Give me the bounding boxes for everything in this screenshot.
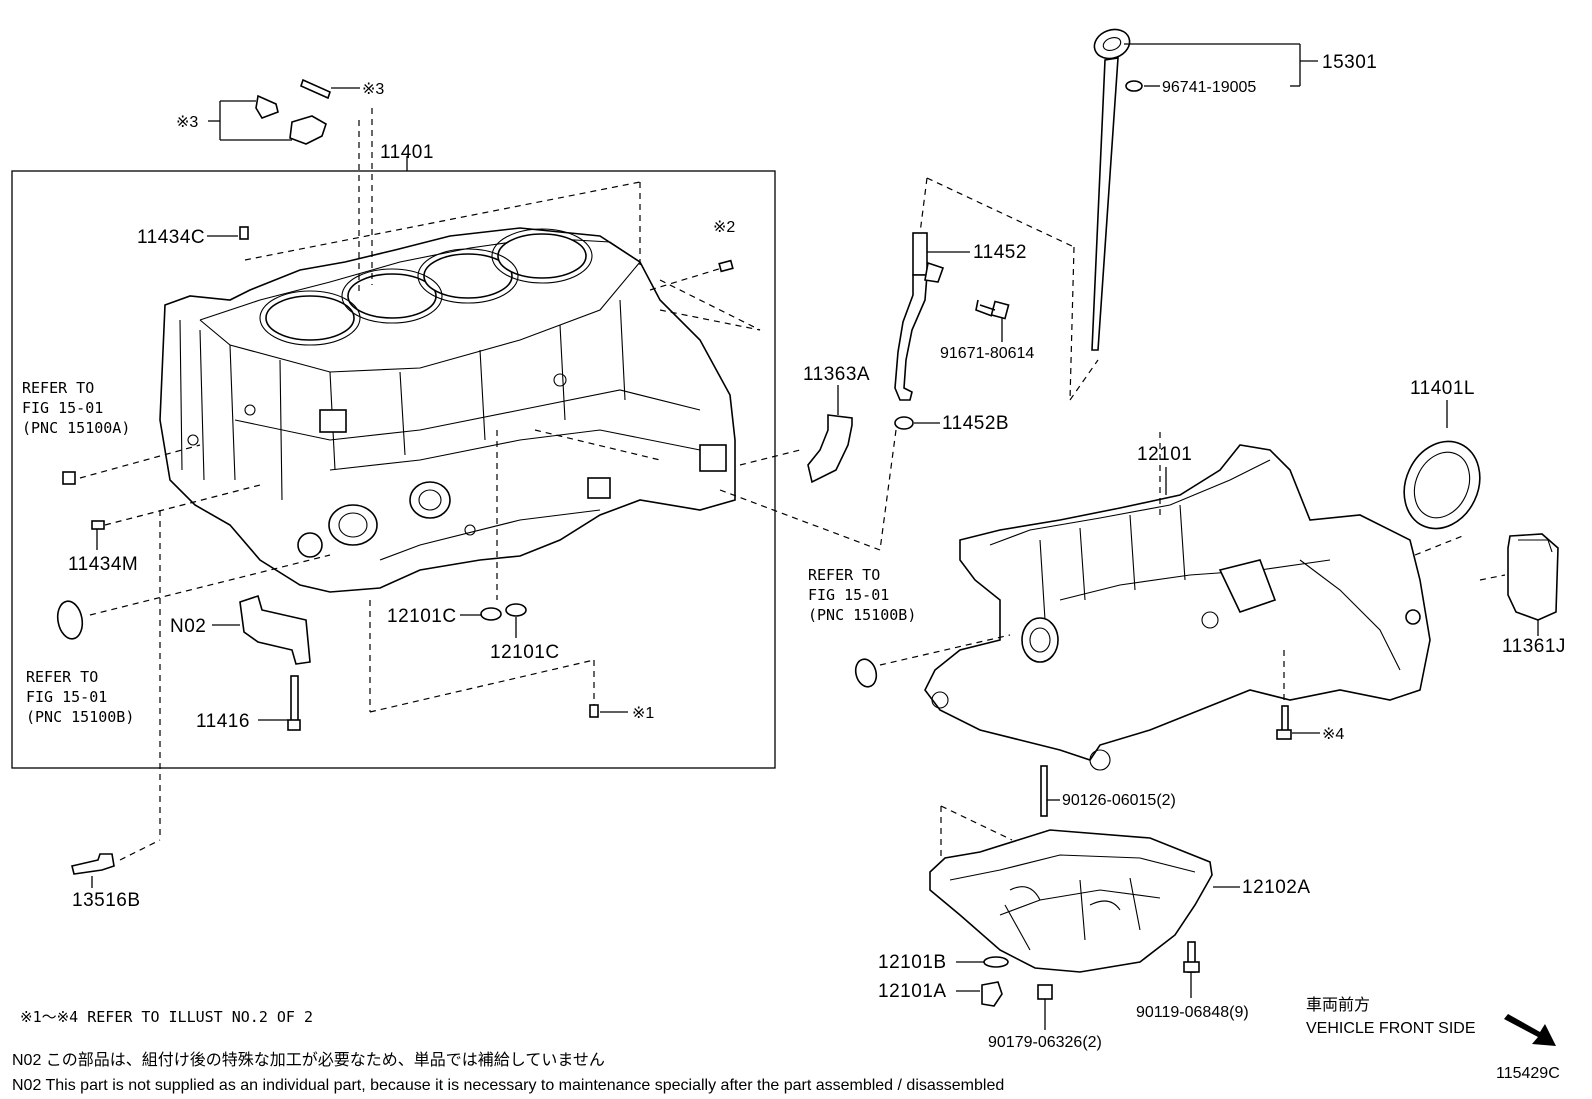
small-parts-illustration bbox=[56, 78, 1292, 1007]
label-star3-b[interactable]: ※3 bbox=[176, 114, 198, 131]
note-n02-japanese: N02 この部品は、組付け後の特殊な加工が必要なため、単品では補給していません bbox=[12, 1051, 605, 1069]
label-90179-06326[interactable]: 90179-06326(2) bbox=[988, 1034, 1102, 1051]
label-11401[interactable]: 11401 bbox=[380, 142, 434, 163]
label-90126-06015[interactable]: 90126-06015(2) bbox=[1062, 792, 1176, 809]
label-11434C[interactable]: 11434C bbox=[137, 227, 205, 248]
vehicle-front-indicator: 車両前方 VEHICLE FRONT SIDE bbox=[1306, 996, 1556, 1046]
ref2-line1: REFER TO bbox=[26, 668, 98, 686]
bracket-11363A-illustration bbox=[807, 414, 853, 484]
ref3-line2: FIG 15-01 bbox=[808, 586, 889, 604]
crankcase-illustration bbox=[924, 444, 1431, 771]
oil-pan-illustration bbox=[929, 829, 1213, 973]
label-15301[interactable]: 15301 bbox=[1322, 52, 1377, 73]
label-12101[interactable]: 12101 bbox=[1137, 444, 1192, 465]
label-11361J[interactable]: 11361J bbox=[1502, 636, 1566, 657]
callout-labels: 15301 96741-19005 11401 11434C ※2 ※3 ※3 … bbox=[68, 52, 1566, 1051]
label-13516B[interactable]: 13516B bbox=[72, 890, 141, 911]
gauge-guide-illustration bbox=[894, 232, 945, 430]
direction-label-english: VEHICLE FRONT SIDE bbox=[1306, 1020, 1476, 1037]
ref1-line1: REFER TO bbox=[22, 379, 94, 397]
label-12101B[interactable]: 12101B bbox=[878, 952, 947, 973]
note-n02-english: N02 This part is not supplied as an indi… bbox=[12, 1077, 1004, 1094]
ref2-line2: FIG 15-01 bbox=[26, 688, 107, 706]
oil-seal-illustration bbox=[1403, 440, 1481, 530]
cover-11361J-illustration bbox=[1507, 533, 1559, 621]
leader-lines bbox=[91, 43, 1539, 1030]
label-11434M[interactable]: 11434M bbox=[68, 554, 138, 575]
label-96741-19005[interactable]: 96741-19005 bbox=[1162, 79, 1256, 96]
illust-reference-note: ※1～※4 REFER TO ILLUST NO.2 OF 2 bbox=[20, 1008, 313, 1026]
oil-dipstick-illustration bbox=[1091, 28, 1143, 351]
label-star4[interactable]: ※4 bbox=[1322, 726, 1344, 743]
label-star1[interactable]: ※1 bbox=[632, 705, 654, 722]
ref3-line3: (PNC 15100B) bbox=[808, 606, 916, 624]
ref3-line1: REFER TO bbox=[808, 566, 880, 584]
ref2-line3: (PNC 15100B) bbox=[26, 708, 134, 726]
label-91671-80614[interactable]: 91671-80614 bbox=[940, 345, 1034, 362]
label-11363A[interactable]: 11363A bbox=[803, 364, 870, 385]
label-11452B[interactable]: 11452B bbox=[942, 413, 1009, 434]
bolt-91671-illustration bbox=[975, 299, 1010, 320]
ref1-line2: FIG 15-01 bbox=[22, 399, 103, 417]
label-N02[interactable]: N02 bbox=[170, 616, 206, 637]
label-11452[interactable]: 11452 bbox=[973, 242, 1027, 263]
assembly-dashed-lines bbox=[79, 108, 1506, 862]
label-90119-06848[interactable]: 90119-06848(9) bbox=[1136, 1004, 1249, 1021]
cylinder-block-group-box bbox=[11, 170, 776, 769]
direction-label-japanese: 車両前方 bbox=[1306, 996, 1370, 1014]
reference-block-15100A[interactable]: REFER TO FIG 15-01 (PNC 15100A) bbox=[22, 379, 130, 437]
reference-block-15100B-left[interactable]: REFER TO FIG 15-01 (PNC 15100B) bbox=[26, 668, 134, 726]
ref1-line3: (PNC 15100A) bbox=[22, 419, 130, 437]
label-11401L[interactable]: 11401L bbox=[1410, 378, 1475, 399]
reference-block-15100B-right[interactable]: REFER TO FIG 15-01 (PNC 15100B) bbox=[808, 566, 916, 624]
label-11416[interactable]: 11416 bbox=[196, 711, 250, 732]
label-star3-a[interactable]: ※3 bbox=[362, 81, 384, 98]
illustration-id: 115429C bbox=[1496, 1065, 1560, 1082]
cylinder-block-illustration bbox=[159, 227, 736, 593]
label-star2[interactable]: ※2 bbox=[713, 219, 735, 236]
direction-arrow-icon bbox=[1504, 1014, 1556, 1046]
label-12101A[interactable]: 12101A bbox=[878, 981, 947, 1002]
label-12101C-a[interactable]: 12101C bbox=[387, 606, 457, 627]
label-12102A[interactable]: 12102A bbox=[1242, 877, 1311, 898]
label-12101C-b[interactable]: 12101C bbox=[490, 642, 560, 663]
